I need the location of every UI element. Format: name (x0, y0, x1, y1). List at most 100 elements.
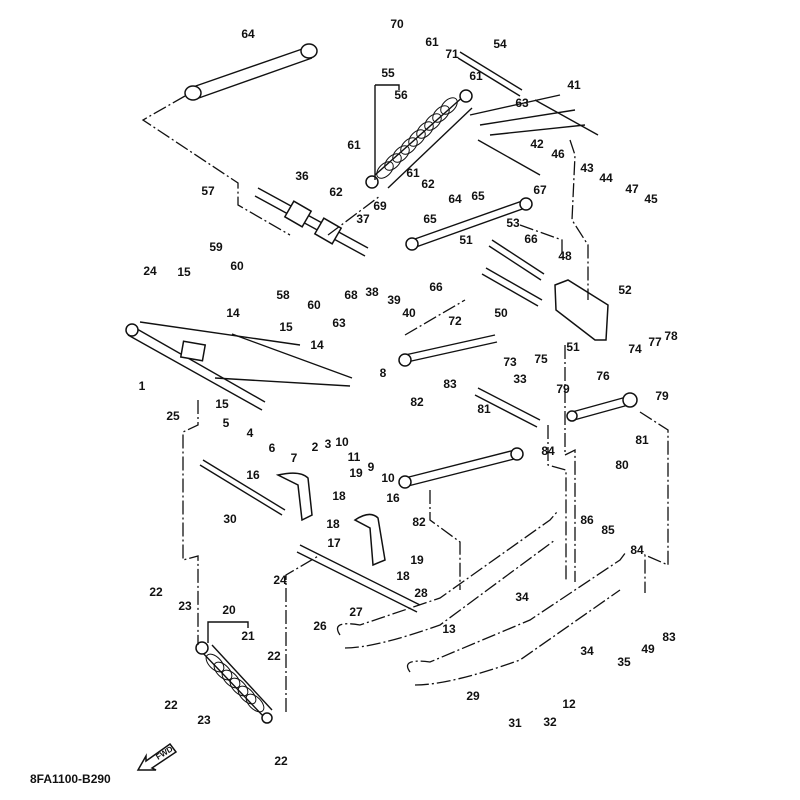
callout-13: 13 (442, 622, 456, 636)
leader-line (519, 224, 563, 258)
callout-18: 18 (326, 517, 340, 531)
callout-55: 55 (381, 66, 395, 80)
shock-absorber-55 (365, 89, 473, 189)
callout-22: 22 (149, 585, 163, 599)
callout-11: 11 (347, 450, 361, 464)
callout-32: 32 (543, 715, 557, 729)
callout-1: 1 (138, 379, 146, 393)
callout-39: 39 (387, 293, 401, 307)
callout-56: 56 (394, 88, 408, 102)
callout-65: 65 (423, 212, 437, 226)
leader-line (141, 95, 291, 236)
shock-absorber-20 (195, 641, 273, 724)
callout-10: 10 (335, 435, 349, 449)
upper-arm-36 (254, 187, 369, 257)
callout-61: 61 (406, 166, 420, 180)
callout-61: 61 (347, 138, 361, 152)
callout-58: 58 (276, 288, 290, 302)
callout-85: 85 (601, 523, 615, 537)
callout-61: 61 (425, 35, 439, 49)
bracket-16-right (353, 513, 386, 567)
callout-51: 51 (459, 233, 473, 247)
callout-15: 15 (177, 265, 191, 279)
callout-28: 28 (414, 586, 428, 600)
frame-1 (125, 321, 353, 411)
callout-22: 22 (164, 698, 178, 712)
callout-45: 45 (644, 192, 658, 206)
callout-29: 29 (466, 689, 480, 703)
callout-42: 42 (530, 137, 544, 151)
rear-arm-41 (469, 94, 599, 176)
callout-34: 34 (580, 644, 594, 658)
callout-75: 75 (534, 352, 548, 366)
callout-83: 83 (443, 377, 457, 391)
callout-66: 66 (429, 280, 443, 294)
callout-62: 62 (421, 177, 435, 191)
callout-6: 6 (268, 441, 276, 455)
callout-84: 84 (630, 543, 644, 557)
callout-76: 76 (596, 369, 610, 383)
callout-37: 37 (356, 212, 370, 226)
callout-73: 73 (503, 355, 517, 369)
callout-31: 31 (508, 716, 522, 730)
callout-12: 12 (562, 697, 576, 711)
callout-24: 24 (273, 573, 287, 587)
callout-50: 50 (494, 306, 508, 320)
skid-rail-left (336, 511, 558, 649)
callout-69: 69 (373, 199, 387, 213)
rod-54 (457, 51, 523, 97)
callout-7: 7 (290, 451, 298, 465)
leader-line (639, 411, 669, 593)
callout-63: 63 (515, 96, 529, 110)
fwd-arrow-icon: FWD (136, 742, 178, 771)
callout-8: 8 (379, 366, 387, 380)
callout-81: 81 (635, 433, 649, 447)
callout-18: 18 (332, 489, 346, 503)
callout-20: 20 (222, 603, 236, 617)
callout-40: 40 (402, 306, 416, 320)
callout-30: 30 (223, 512, 237, 526)
callout-66: 66 (524, 232, 538, 246)
leader-line (327, 195, 381, 236)
leader-line (429, 490, 461, 590)
callout-41: 41 (567, 78, 581, 92)
callout-10: 10 (381, 471, 395, 485)
callout-64: 64 (448, 192, 462, 206)
callout-82: 82 (410, 395, 424, 409)
callout-61: 61 (469, 69, 483, 83)
leader-line (404, 299, 466, 336)
callout-15: 15 (279, 320, 293, 334)
arm-76 (566, 392, 638, 422)
callout-5: 5 (222, 416, 230, 430)
damper-84 (398, 447, 524, 489)
callout-17: 17 (327, 536, 341, 550)
rod-72 (398, 334, 498, 367)
tie-rod-64 (184, 43, 318, 101)
callout-67: 67 (533, 183, 547, 197)
forward-direction-indicator: FWD (136, 740, 180, 779)
callout-14: 14 (310, 338, 324, 352)
leader-line (285, 554, 321, 712)
tie-rod-64-mid (405, 197, 533, 251)
callout-48: 48 (558, 249, 572, 263)
callout-19: 19 (410, 553, 424, 567)
drawing-code: 8FA1100-B290 (30, 772, 111, 786)
callout-60: 60 (307, 298, 321, 312)
callout-53: 53 (506, 216, 520, 230)
callout-84: 84 (541, 444, 555, 458)
callout-9: 9 (367, 460, 375, 474)
leader-line (569, 139, 589, 300)
callout-35: 35 (617, 655, 631, 669)
shaft-33 (474, 387, 541, 428)
callout-64: 64 (241, 27, 255, 41)
callout-18: 18 (396, 569, 410, 583)
callout-38: 38 (365, 285, 379, 299)
callout-82: 82 (412, 515, 426, 529)
callout-79: 79 (655, 389, 669, 403)
callout-23: 23 (178, 599, 192, 613)
callout-21: 21 (241, 629, 255, 643)
callout-22: 22 (267, 649, 281, 663)
callout-16: 16 (246, 468, 260, 482)
